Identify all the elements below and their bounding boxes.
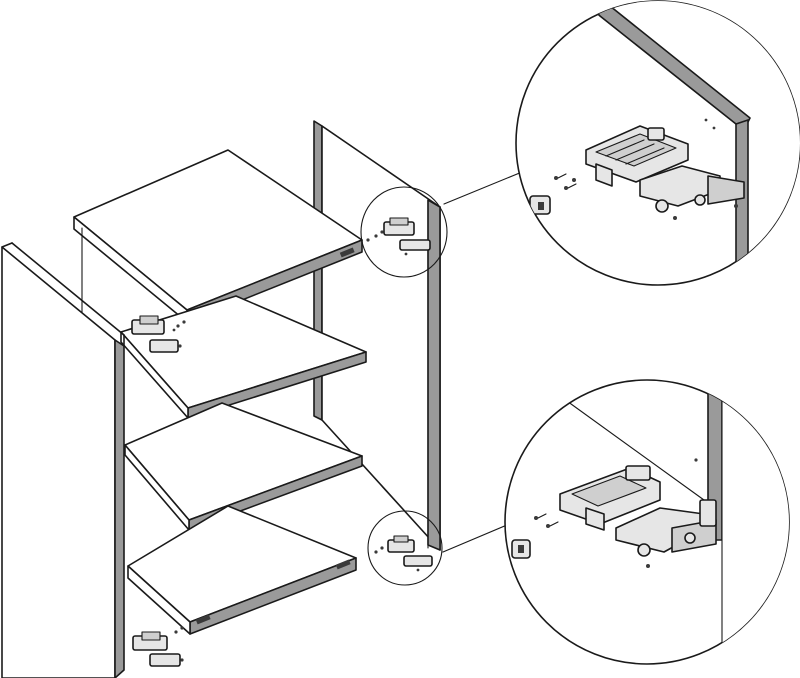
shelf-2 [124,402,363,531]
lower-detail-callout [504,379,790,665]
upper-detail-callout [515,0,800,286]
bottom-panel [127,505,357,635]
left-lower-hinge [132,626,184,667]
upper-callout-leader [443,171,523,205]
lower-hinge-marker [367,510,443,586]
left-upper-hinge [131,315,186,353]
right-side-panel [313,120,441,551]
upper-hinge-marker [360,186,448,278]
cabinet [1,120,441,678]
shelf-1 [120,295,367,419]
lower-callout-leader [442,521,515,553]
left-side-panel [1,242,125,678]
